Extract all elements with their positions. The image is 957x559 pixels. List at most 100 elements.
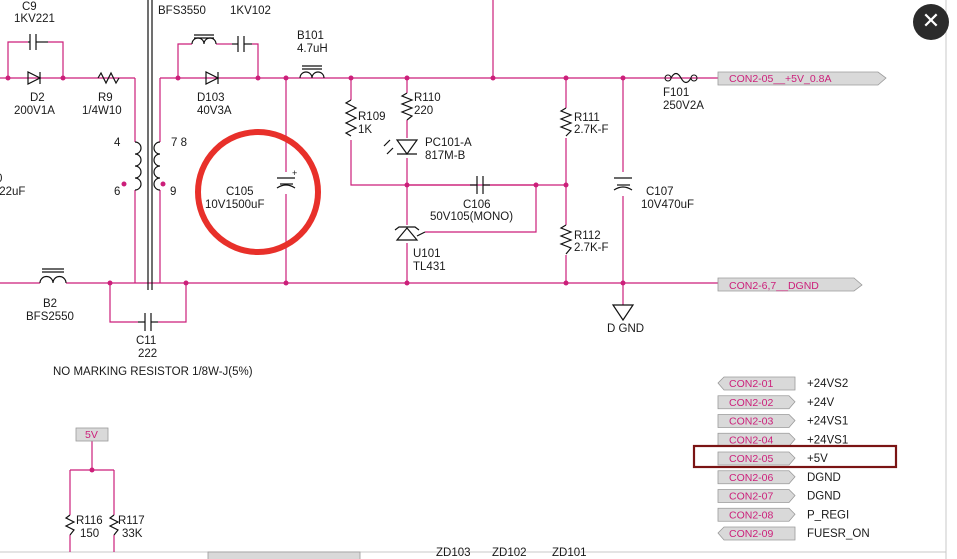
- f101-fuse-symbol: [664, 72, 698, 84]
- svg-text:+: +: [292, 168, 297, 178]
- zd103-label: ZD103: [436, 547, 471, 559]
- r117-ref: R117: [118, 515, 145, 527]
- c-1kv102-label: 1KV102: [230, 5, 271, 17]
- highlight-box: [692, 444, 898, 469]
- r112-resistor-symbol: [559, 224, 573, 255]
- d2-value: 200V1A: [14, 105, 55, 117]
- r9-value: 1/4W10: [82, 105, 122, 117]
- transformer-pin-7-8: 7 8: [171, 137, 187, 149]
- net-tag-5v-out: [717, 71, 887, 86]
- r112-value: 2.7K-F: [574, 242, 609, 254]
- close-button[interactable]: ✕: [913, 4, 949, 40]
- pc101-led-symbol: [383, 139, 419, 156]
- connector-pin-tag: [717, 451, 796, 466]
- r112-ref: R112: [574, 230, 601, 242]
- connector-pin-label: CON2-01: [729, 378, 774, 390]
- r116-ref: R116: [76, 515, 103, 527]
- connector-pin-tag: [717, 432, 796, 447]
- connector-pin-label: CON2-05: [729, 453, 774, 465]
- connector-pin-tag: [717, 489, 796, 503]
- connector-pin-label: CON2-02: [729, 397, 774, 409]
- connector-pin-label: CON2-07: [729, 491, 774, 503]
- c107-capacitor-symbol: [613, 177, 633, 191]
- u101-ref: U101: [413, 248, 441, 260]
- c11-capacitor-symbol: [138, 313, 158, 331]
- d103-value: 40V3A: [197, 105, 232, 117]
- b2-ref: B2: [43, 298, 57, 310]
- zd101-label: ZD101: [552, 547, 587, 559]
- pc101-value: 817M-B: [425, 150, 466, 162]
- c-1kv102-symbol: [232, 36, 252, 52]
- c107-value: 10V470uF: [641, 199, 694, 211]
- c9-ref: C9: [22, 1, 37, 13]
- r9-resistor-symbol: [97, 71, 120, 85]
- bfs3550-bead-symbol: [191, 37, 217, 45]
- d103-ref: D103: [197, 92, 225, 104]
- connector-signal-label: +5V: [807, 453, 828, 465]
- c11-value: 222: [138, 348, 157, 360]
- c105-value: 10V1500uF: [205, 199, 264, 211]
- connector-signal-label: P_REGI: [807, 509, 849, 521]
- dgnd-label: D GND: [607, 323, 644, 335]
- connector-signal-label: FUESR_ON: [807, 528, 870, 540]
- net-dgnd-out-label: CON2-6,7__DGND: [729, 280, 819, 292]
- c105-capacitor-symbol: +: [276, 168, 297, 189]
- f101-ref: F101: [663, 87, 689, 99]
- connector-pin-tag: [717, 526, 796, 541]
- r117-value: 33K: [122, 528, 143, 540]
- b101-value: 4.7uH: [297, 43, 328, 55]
- connector-signal-label: DGND: [807, 491, 841, 503]
- junction-dots: [5, 75, 626, 473]
- dgnd-symbol: [611, 304, 635, 322]
- net-tag-dgnd-out: [717, 277, 863, 292]
- connector-signal-label: +24V: [807, 397, 835, 409]
- connector-pin-tag: [717, 507, 796, 522]
- highlight-circle: [195, 129, 321, 255]
- b2-value: BFS2550: [26, 311, 74, 323]
- d2-ref: D2: [30, 92, 45, 104]
- partial-cap-value: /22uF: [0, 186, 25, 198]
- net-tag-cut: [207, 551, 361, 559]
- r111-value: 2.7K-F: [574, 124, 609, 136]
- transformer-pin-6: 6: [114, 186, 120, 198]
- connector-pin-label: CON2-09: [729, 528, 774, 540]
- r109-ref: R109: [358, 111, 386, 123]
- c9-value: 1KV221: [14, 13, 55, 25]
- connector-pin-label: CON2-08: [729, 509, 774, 521]
- r110-value: 220: [414, 105, 433, 117]
- schematic-note: NO MARKING RESISTOR 1/8W-J(5%): [53, 366, 253, 378]
- secondary-coil-symbol: [153, 141, 161, 191]
- b101-ref: B101: [297, 30, 324, 42]
- connector-pin-label: CON2-03: [729, 416, 774, 428]
- close-icon: ✕: [921, 9, 941, 34]
- primary-coil-symbol: [134, 141, 142, 191]
- zd102-label: ZD102: [492, 547, 527, 559]
- r116-resistor-symbol: [64, 514, 76, 536]
- net-tag-5v: [75, 427, 109, 442]
- c107-ref: C107: [646, 186, 674, 198]
- connector-pin-tag: [717, 395, 796, 410]
- connector-pin-label: CON2-04: [729, 434, 774, 446]
- transformer-pin-9: 9: [170, 186, 176, 198]
- u101-tl431-symbol: [394, 226, 426, 241]
- transformer-pin-4: 4: [114, 137, 121, 149]
- r110-resistor-symbol: [400, 92, 414, 121]
- connector-signal-label: +24VS1: [807, 416, 848, 428]
- r9-ref: R9: [98, 92, 113, 104]
- b2-bead-symbol: [39, 275, 67, 284]
- c106-value: 50V105(MONO): [430, 211, 513, 223]
- r116-value: 150: [80, 528, 99, 540]
- r109-value: 1K: [358, 124, 372, 136]
- c106-capacitor-symbol: [470, 176, 490, 194]
- connector-pin-label: CON2-06: [729, 472, 774, 484]
- net-5v-label: 5V: [85, 429, 98, 441]
- pc101-ref: PC101-A: [425, 137, 472, 149]
- net-5v-out-label: CON2-05__+5V_0.8A: [729, 73, 831, 85]
- d103-diode-symbol: [205, 71, 220, 85]
- partial-cap-ref: 0: [0, 173, 2, 185]
- connector-signal-label: +24VS1: [807, 434, 848, 446]
- connector-signal-label: +24VS2: [807, 378, 848, 390]
- r109-resistor-symbol: [344, 99, 358, 137]
- connector-pin-tag: [717, 414, 796, 428]
